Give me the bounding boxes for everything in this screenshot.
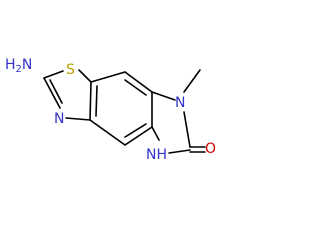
bond-c7-c6a-inner — [124, 79, 147, 96]
sulfur-atom-label: S — [66, 62, 75, 78]
bond-c5-c3a — [89, 119, 126, 146]
bond-s-c7a — [78, 69, 92, 83]
molecule-structure: H2N S N N NH O — [5, 57, 216, 163]
atom-labels: H2N S N N NH O — [5, 57, 216, 163]
oxygen-atom-label: O — [205, 141, 216, 157]
bond-n3-c3a — [65, 117, 91, 121]
bond-c2-n3 — [43, 77, 61, 109]
bond-c7a-c3a — [89, 81, 92, 121]
bond-c7-c6a — [124, 71, 153, 93]
bond-c2-n3-inner — [49, 79, 63, 104]
bond-c7a-c3a-inner — [95, 85, 98, 117]
bond-c5a-c5-inner — [124, 123, 147, 138]
bond-c2-s — [43, 70, 64, 79]
bond-n1-c2 — [183, 111, 191, 148]
bond-c7a-c7 — [90, 71, 126, 83]
bond-n1-methyl — [183, 69, 201, 93]
thiazole-nitrogen-label: N — [54, 111, 64, 127]
bond-c6a-n1 — [151, 91, 176, 101]
bond-c5a-c5 — [124, 126, 153, 146]
bonds — [43, 69, 206, 154]
bond-c2-nh — [168, 149, 191, 154]
amino-group-label: H2N — [5, 57, 32, 75]
methyl-nitrogen-label: N — [175, 95, 185, 111]
bond-nh-c5a — [151, 126, 160, 141]
nh-group-label: NH — [146, 147, 167, 163]
